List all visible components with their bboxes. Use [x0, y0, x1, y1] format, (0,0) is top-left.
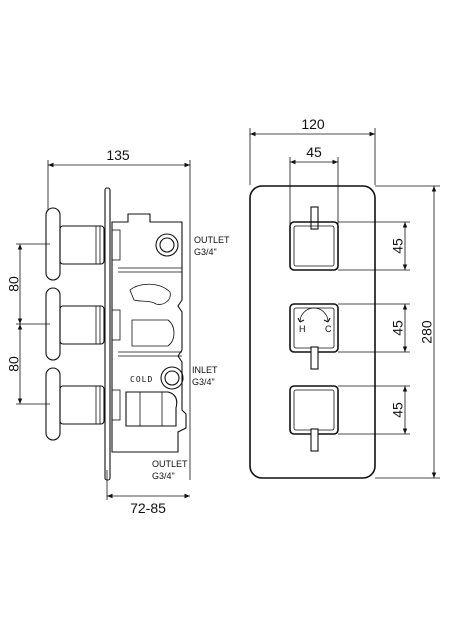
side-width-dimension: 135	[47, 147, 191, 480]
side-handle-bottom	[45, 367, 105, 441]
inlet-label: INLET	[192, 365, 218, 375]
cold-label: COLD	[130, 375, 153, 384]
cold-mark: C	[325, 324, 332, 334]
outlet-bottom-size: G3/4"	[152, 471, 175, 481]
spacing-label-lower: 80	[6, 356, 22, 372]
inlet-size: G3/4"	[192, 377, 215, 387]
front-handle-middle: H C	[289, 303, 339, 370]
front-height-dimension: 280	[375, 185, 440, 479]
handle-height-dimensions: 45 45 45	[338, 221, 410, 435]
front-width-dimension: 120	[249, 116, 376, 185]
handle-width-label: 45	[306, 144, 322, 160]
front-view: 120 45 H C	[249, 116, 440, 479]
handle-width-dimension: 45	[289, 144, 339, 225]
side-depth-label: 72-85	[130, 500, 166, 516]
front-handle-top	[289, 206, 339, 271]
side-width-label: 135	[106, 147, 130, 163]
handle-height-label-bottom: 45	[390, 402, 406, 418]
front-handle-bottom	[289, 385, 339, 452]
hot-mark: H	[299, 324, 306, 334]
front-height-label: 280	[419, 320, 435, 344]
handle-height-label-middle: 45	[390, 320, 406, 336]
handle-height-label-top: 45	[390, 238, 406, 254]
side-depth-dimension: 72-85	[106, 470, 190, 516]
outlet-top-size: G3/4"	[194, 247, 217, 257]
spacing-label-upper: 80	[6, 276, 22, 292]
side-handle-middle	[45, 287, 105, 361]
side-handle-top	[45, 207, 105, 281]
front-width-label: 120	[301, 116, 325, 132]
side-view: 135 80 80	[6, 147, 230, 516]
valve-body	[111, 213, 187, 453]
face-plate-front	[249, 185, 376, 479]
face-plate-side	[104, 187, 111, 481]
outlet-top-fitting	[155, 233, 179, 257]
inlet-fitting	[160, 366, 184, 390]
outlet-top-label: OUTLET	[194, 235, 230, 245]
outlet-bottom-label: OUTLET	[152, 459, 188, 469]
side-spacing-dimension: 80 80	[6, 243, 50, 405]
